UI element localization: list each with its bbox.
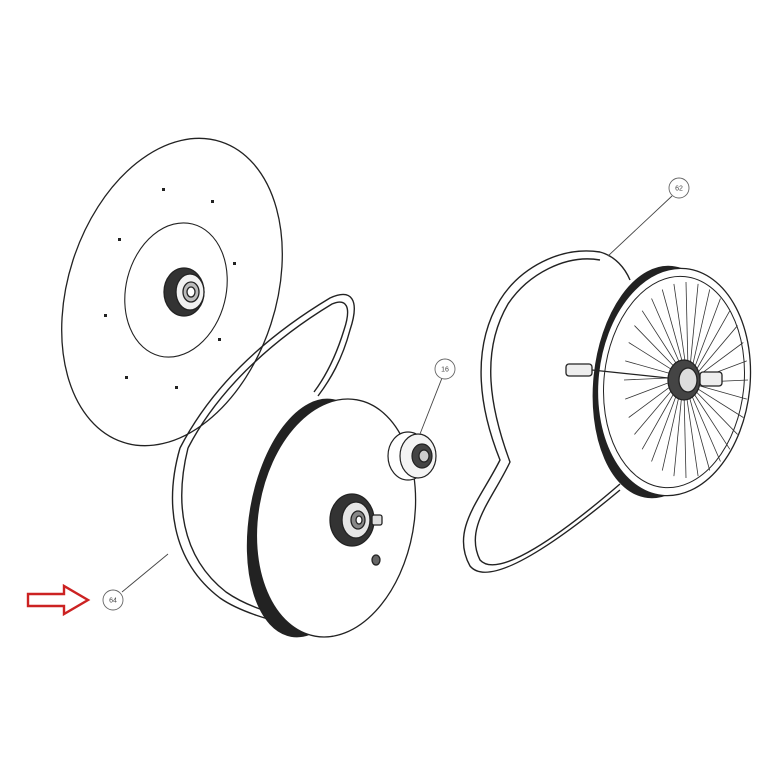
wheel-spoke: [685, 391, 699, 477]
drive-belt-62: [462, 250, 631, 573]
wheel-spoke: [628, 381, 677, 418]
wheel-spoke: [693, 310, 731, 374]
wheel-spoke: [641, 310, 681, 371]
wheel-spoke: [695, 384, 747, 400]
fan-wheel-hub: [565, 359, 723, 401]
wheel-spoke: [673, 283, 687, 369]
large-pulley-disc: [61, 137, 283, 447]
wheel-spoke: [689, 390, 721, 462]
wheel-spoke: [689, 283, 699, 369]
wheel-spoke: [685, 281, 689, 369]
wheel-spoke: [634, 325, 680, 372]
callout-62-label: 62: [675, 186, 683, 193]
wheel-spoke: [683, 391, 687, 479]
wheel-spoke: [661, 289, 685, 369]
wheel-spoke: [651, 388, 680, 462]
wheel-spoke: [634, 384, 678, 435]
wheel-spoke: [625, 360, 677, 376]
callout-leaders: [121, 195, 673, 593]
wheel-spoke: [692, 388, 738, 435]
wheel-spoke: [694, 386, 744, 418]
callout-16: 16: [434, 358, 456, 380]
wheel-spoke: [691, 389, 731, 450]
wheel-spoke: [691, 289, 711, 371]
bolt-holes: [104, 188, 236, 389]
wheel-spoke: [694, 325, 738, 376]
callout-62: 62: [668, 177, 690, 199]
callout-64: 64: [102, 589, 124, 611]
arrow-right-icon: [26, 583, 91, 617]
drive-pulley: [246, 398, 417, 638]
callout-64-label: 64: [109, 598, 117, 605]
wheel-spoke: [673, 391, 683, 477]
wheel-spoke: [661, 389, 681, 471]
wheel-spoke: [641, 386, 679, 450]
drive-pulley-hub: [329, 493, 383, 547]
large-pulley-hub: [163, 267, 205, 317]
wheel-spoke: [687, 391, 711, 471]
callout-16-label: 16: [441, 367, 449, 374]
wheel-spoke: [651, 298, 683, 370]
wheel-spokes: [623, 281, 749, 479]
wheel-spoke: [692, 298, 721, 372]
pulley-bushing-16: [387, 431, 437, 481]
fan-wheel: [565, 265, 752, 499]
wheel-spoke: [628, 342, 678, 374]
